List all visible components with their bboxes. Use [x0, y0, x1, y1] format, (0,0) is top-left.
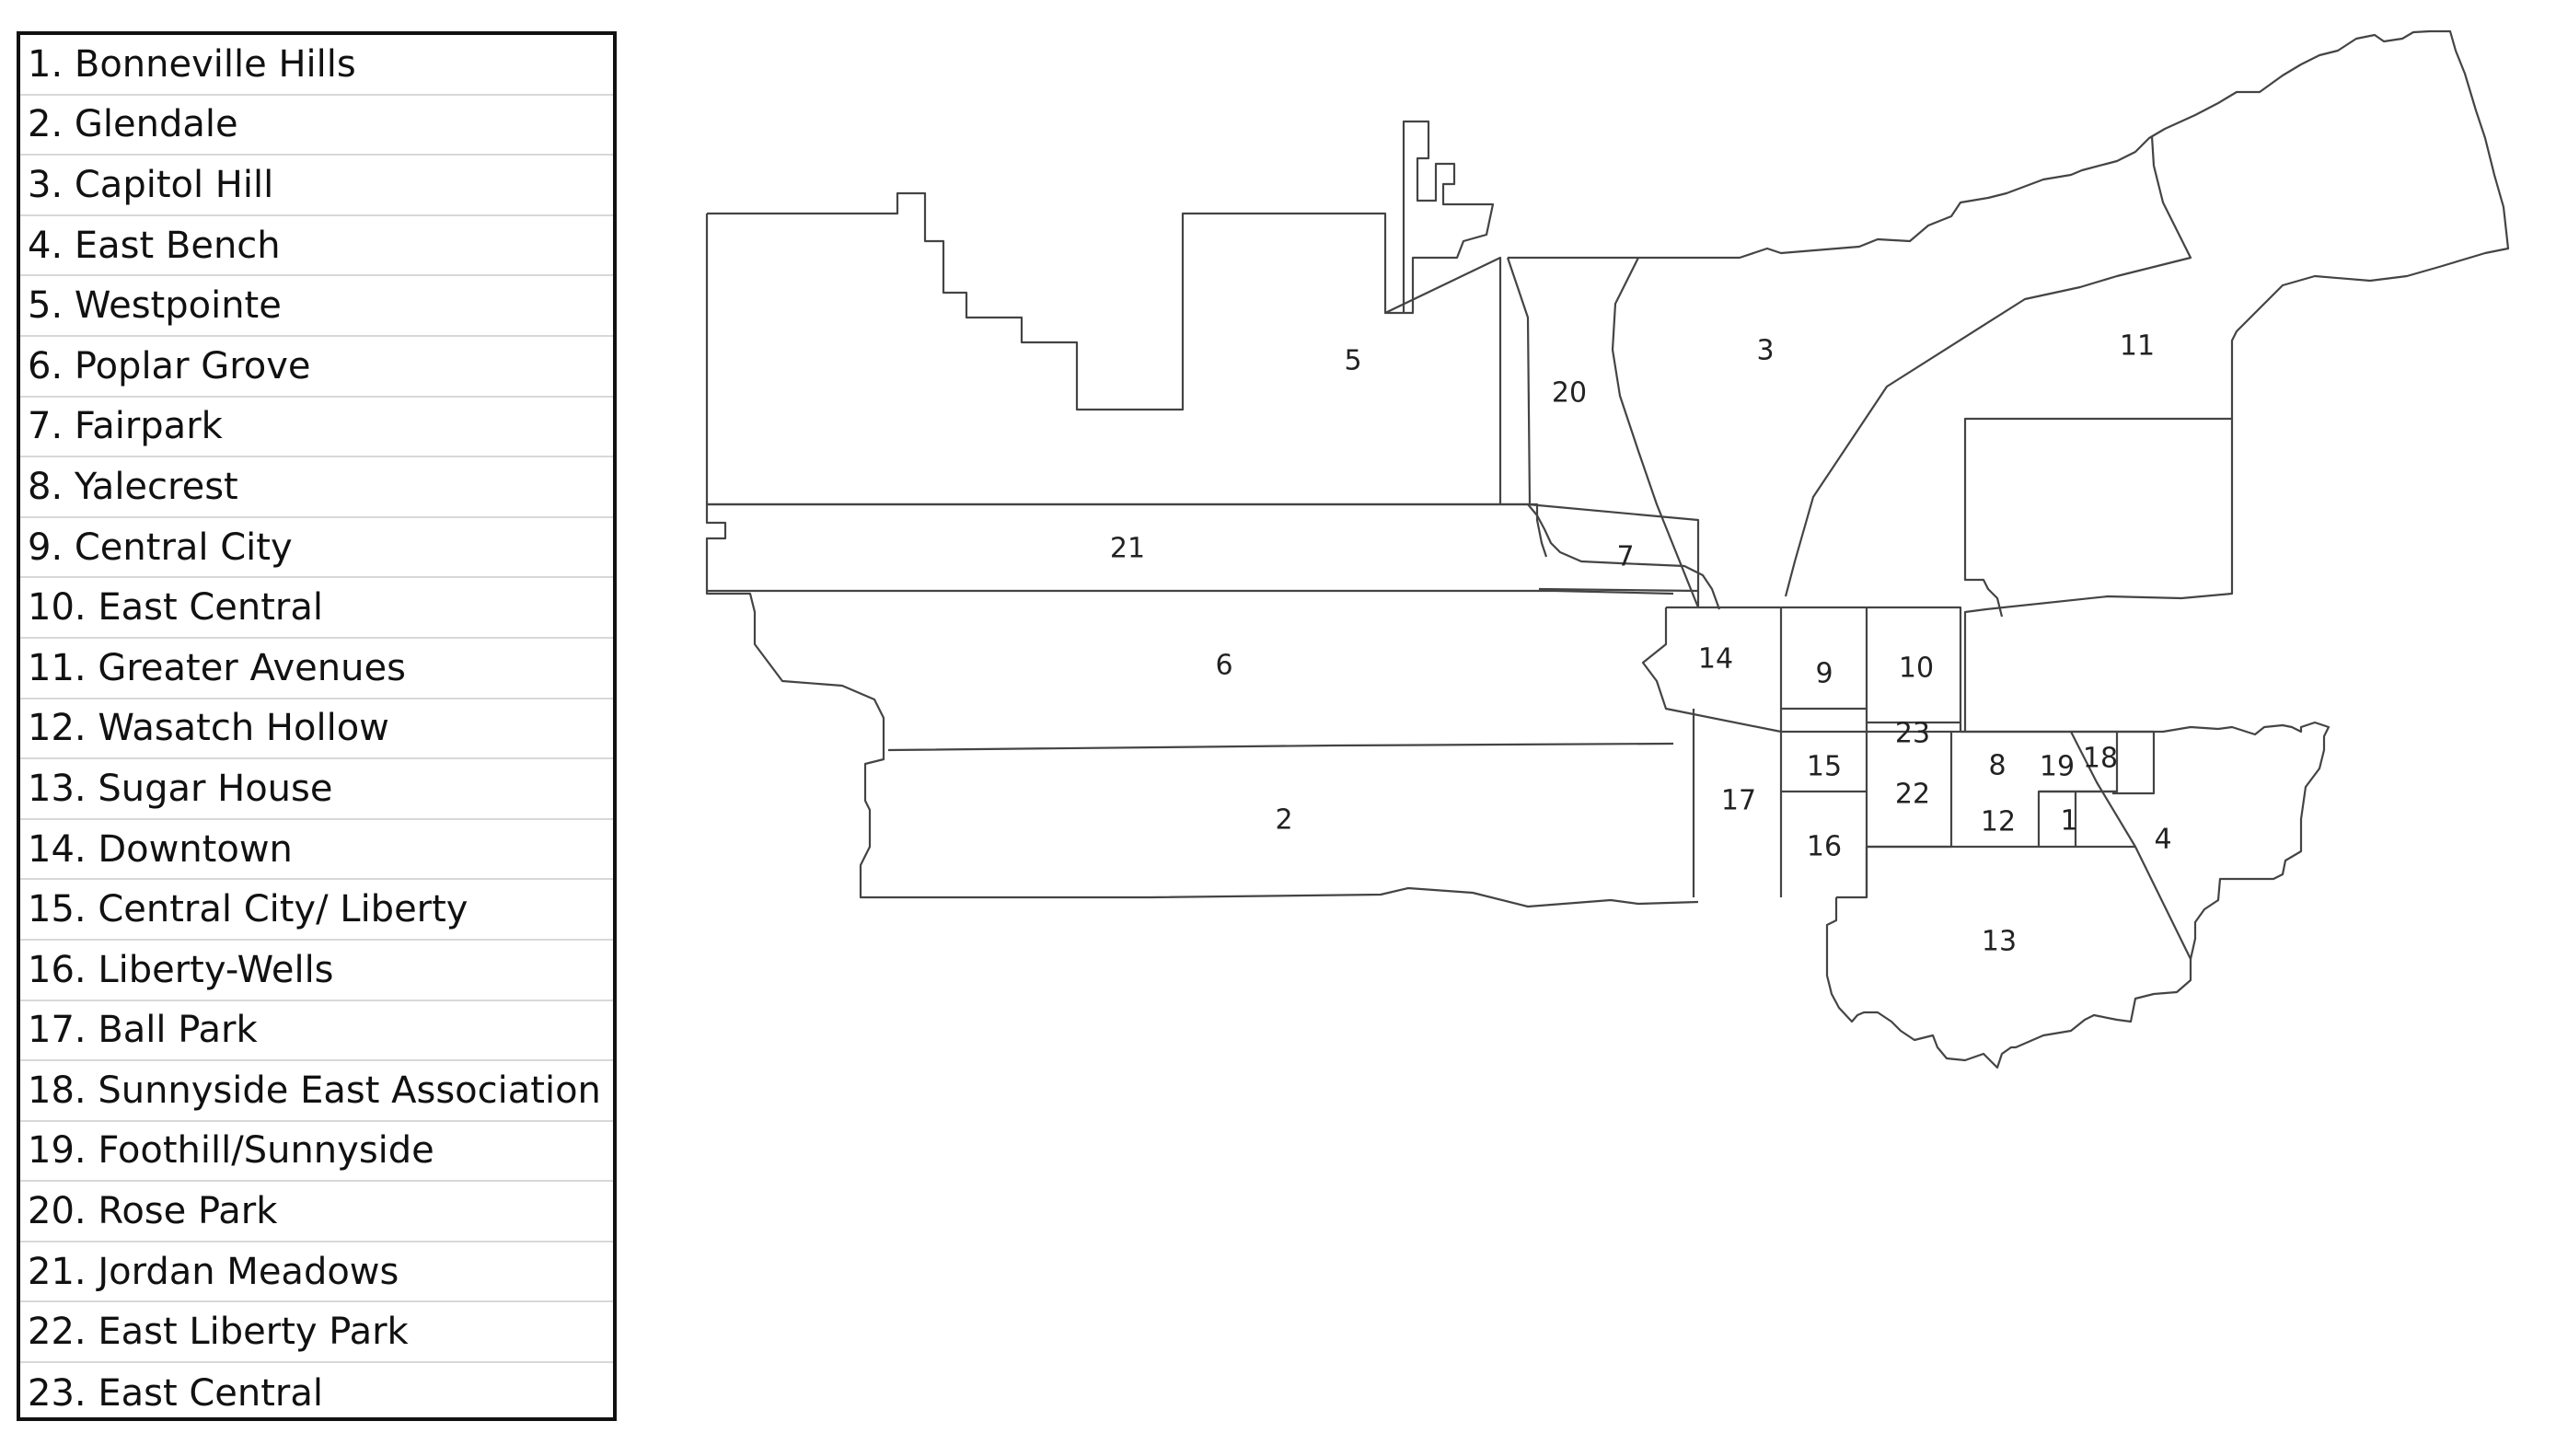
legend-item: 20. Rose Park	[20, 1182, 613, 1242]
legend-item-label: 15. Central City/ Liberty	[28, 888, 468, 931]
legend-item: 6. Poplar Grove	[20, 337, 613, 398]
legend-item: 1. Bonneville Hills	[20, 35, 613, 96]
legend-list: 1. Bonneville Hills 2. Glendale 3. Capitol…	[20, 35, 613, 1424]
line-12-1	[2039, 790, 2135, 849]
line-13-top	[1836, 845, 1951, 899]
legend-item-label: 22. East Liberty Park	[28, 1311, 409, 1354]
region-label-22: 22	[1895, 779, 1930, 811]
line-21-6	[707, 589, 1674, 595]
legend-item: 16. Liberty-Wells	[20, 941, 613, 1001]
region-label-4: 4	[2154, 824, 2171, 856]
legend-item-label: 23. East Central	[28, 1371, 323, 1415]
region-label-20: 20	[1552, 377, 1587, 410]
line-east	[1960, 721, 2330, 960]
line-6-2	[887, 742, 1674, 752]
line-11-south	[1963, 419, 2234, 732]
legend-item-label: 3. Capitol Hill	[28, 163, 274, 206]
region-label-18: 18	[2083, 743, 2118, 775]
legend-item: 12. Wasatch Hollow	[20, 699, 613, 760]
region-label-1: 1	[2060, 805, 2077, 838]
region-label-13: 13	[1982, 926, 2017, 958]
legend-item: 22. East Liberty Park	[20, 1302, 613, 1364]
region-label-15: 15	[1807, 751, 1842, 783]
legend-item-label: 7. Fairpark	[28, 405, 223, 448]
legend-item-label: 5. Westpointe	[28, 284, 282, 328]
line-3-11	[1784, 135, 2192, 597]
legend-item: 14. Downtown	[20, 820, 613, 881]
legend-item-label: 19. Foothill/Sunnyside	[28, 1129, 434, 1173]
legend-item: 10. East Central	[20, 578, 613, 639]
legend-item: 8. Yalecrest	[20, 457, 613, 518]
legend-item-label: 17. Ball Park	[28, 1009, 258, 1052]
legend-item-label: 11. Greater Avenues	[28, 646, 406, 689]
region-label-19: 19	[2040, 751, 2075, 783]
legend-item: 5. Westpointe	[20, 276, 613, 337]
region-label-23: 23	[1895, 718, 1930, 750]
region-label-9: 9	[1815, 658, 1833, 690]
line-20	[1506, 257, 1700, 608]
region-label-12: 12	[1981, 806, 2016, 838]
region-label-2: 2	[1275, 804, 1292, 837]
region-label-3: 3	[1756, 335, 1774, 367]
legend-item: 4. East Bench	[20, 216, 613, 277]
region-label-21: 21	[1110, 533, 1145, 565]
region-outline-outer-west	[705, 214, 1721, 610]
line-diagonal-4	[2070, 731, 2192, 960]
legend-item-label: 1. Bonneville Hills	[28, 42, 356, 86]
region-outline-westpointe	[707, 120, 1502, 504]
legend-item-label: 12. Wasatch Hollow	[28, 707, 389, 750]
region-label-11: 11	[2120, 330, 2155, 363]
region-label-7: 7	[1616, 541, 1634, 573]
legend-item-label: 20. Rose Park	[28, 1190, 278, 1233]
legend-item-label: 10. East Central	[28, 586, 323, 630]
region-outline-north-east	[1508, 29, 2510, 618]
region-label-8: 8	[1988, 750, 2006, 782]
legend-item: 23. East Central	[20, 1363, 613, 1424]
region-label-6: 6	[1215, 650, 1232, 682]
region-label-17: 17	[1721, 785, 1756, 817]
region-outline-west-edge	[705, 504, 1699, 908]
map-boundaries	[705, 29, 2510, 1069]
legend-item: 18. Sunnyside East Association	[20, 1061, 613, 1122]
legend-item: 15. Central City/ Liberty	[20, 880, 613, 941]
legend-item-label: 2. Glendale	[28, 103, 238, 146]
legend-item-label: 4. East Bench	[28, 224, 281, 267]
legend-item: 9. Central City	[20, 518, 613, 579]
region-outline-sugar-house	[1825, 897, 2192, 1069]
legend-item-label: 8. Yalecrest	[28, 465, 238, 508]
map-legend: 1. Bonneville Hills 2. Glendale 3. Capitol…	[17, 31, 617, 1421]
legend-item-label: 9. Central City	[28, 526, 293, 569]
line-21-top	[707, 503, 1548, 558]
legend-item-label: 21. Jordan Meadows	[28, 1250, 399, 1293]
legend-item: 17. Ball Park	[20, 1001, 613, 1062]
region-label-16: 16	[1807, 831, 1842, 863]
legend-item: 21. Jordan Meadows	[20, 1242, 613, 1303]
legend-item: 19. Foothill/Sunnyside	[20, 1122, 613, 1183]
legend-item: 3. Capitol Hill	[20, 156, 613, 216]
region-label-10: 10	[1899, 653, 1934, 685]
region-label-14: 14	[1698, 643, 1733, 676]
legend-item-label: 18. Sunnyside East Association	[28, 1069, 601, 1112]
legend-item-label: 14. Downtown	[28, 827, 293, 871]
legend-item: 13. Sugar House	[20, 759, 613, 820]
legend-item-label: 6. Poplar Grove	[28, 344, 311, 387]
legend-item-label: 13. Sugar House	[28, 767, 333, 810]
legend-item: 7. Fairpark	[20, 398, 613, 458]
legend-item: 2. Glendale	[20, 96, 613, 156]
legend-item-label: 16. Liberty-Wells	[28, 948, 334, 991]
legend-item: 11. Greater Avenues	[20, 639, 613, 699]
region-label-5: 5	[1344, 345, 1361, 377]
